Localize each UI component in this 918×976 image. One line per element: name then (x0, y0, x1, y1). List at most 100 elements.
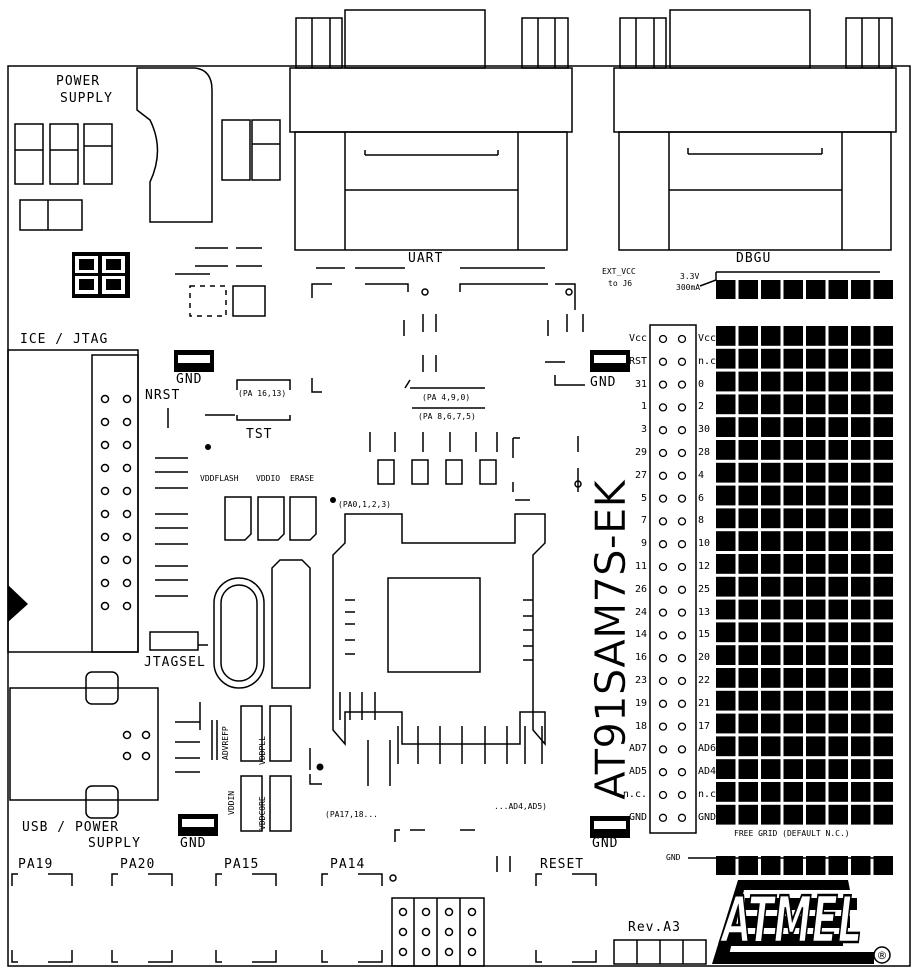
header-pin-label-right: 17 (698, 720, 711, 732)
grid-pad (738, 326, 758, 346)
header-pin-label-left: 19 (634, 697, 647, 709)
header-pin-label-right: 28 (698, 447, 711, 458)
jtag-pin (122, 578, 132, 588)
grid-pad (806, 394, 826, 415)
vddpll-label: VDDPLL (258, 736, 267, 765)
grid-pad (873, 348, 893, 369)
pa17-label: (PA17,18... (325, 810, 378, 819)
grid-pad (851, 576, 871, 597)
gnd-label: GND (590, 375, 617, 390)
erase-label: ERASE (290, 474, 315, 483)
grid-pad (806, 280, 826, 299)
header-pin (677, 585, 687, 594)
atmel-logo-text: ATMEL (719, 884, 862, 958)
grid-pad (738, 554, 758, 574)
header-pin-label-left: AD5 (628, 766, 647, 778)
grid-pad (828, 736, 848, 757)
header-pin (658, 768, 668, 777)
button-label: PA14 (330, 857, 366, 872)
grid-pad (828, 508, 848, 529)
grid-pad (806, 508, 826, 529)
vddin-label: VDDIN (227, 790, 236, 815)
header-pin-label-left: 16 (634, 652, 647, 664)
jtag-pin (122, 509, 132, 519)
usb-connector (9, 671, 159, 819)
grid-pad (761, 804, 781, 825)
grid-pad (851, 348, 871, 369)
grid-pad (806, 576, 826, 597)
grid-pad (851, 440, 871, 460)
grid-pad (738, 645, 758, 665)
grid-pad (828, 326, 848, 346)
header-pin-label-left: 24 (634, 606, 647, 618)
grid-pad (806, 348, 826, 369)
header-pin (658, 790, 668, 800)
grid-pad (761, 622, 781, 643)
grid-pad (873, 804, 893, 825)
grid-pad (783, 326, 803, 346)
grid-pad (828, 371, 848, 392)
header-pin (677, 471, 687, 480)
jtag-pin (122, 555, 132, 565)
header-pin (658, 540, 668, 549)
grid-pad (783, 782, 803, 802)
grid-pad (828, 417, 848, 437)
jtag-pin (100, 509, 110, 519)
supply-rail-top (716, 280, 893, 299)
header-pin (658, 448, 668, 458)
header-pin (658, 426, 668, 435)
grid-pad (851, 508, 871, 529)
registered-mark: ® (877, 949, 888, 962)
button-label: PA20 (120, 857, 156, 872)
grid-pad (806, 326, 826, 346)
grid-pad (851, 462, 871, 483)
grid-pad (738, 485, 758, 506)
header-pin-label-left: 9 (640, 538, 647, 550)
grid-pad (761, 462, 781, 483)
header-pin (677, 608, 687, 617)
header-pin-label-right: 10 (698, 538, 711, 550)
grid-pad (828, 759, 848, 779)
grid-pad (783, 485, 803, 506)
header-pin-label-left: 14 (634, 629, 647, 641)
pa16-13-label: (PA 16,13) (238, 389, 287, 398)
grid-pad (716, 759, 736, 779)
grid-pad (873, 371, 893, 392)
header-pin (677, 494, 687, 503)
header-pin (658, 631, 668, 640)
grid-pad (828, 576, 848, 597)
pa0-3-label: (PA0,1,2,3) (338, 500, 391, 509)
grid-pad (806, 554, 826, 574)
grid-pad (783, 348, 803, 369)
grid-pad (761, 736, 781, 757)
grid-pad (738, 622, 758, 643)
header-pin (677, 448, 687, 458)
grid-pad (738, 713, 758, 734)
grid-pad (873, 622, 893, 643)
grid-pad (783, 554, 803, 574)
grid-pad (761, 599, 781, 620)
grid-pad (806, 645, 826, 665)
grid-pad (716, 645, 736, 665)
header-pin (677, 745, 687, 754)
header-pin (658, 471, 668, 480)
grid-pad (828, 690, 848, 711)
grid-pad (761, 371, 781, 392)
grid-pad (761, 554, 781, 574)
grid-pad (828, 462, 848, 483)
grid-pad (851, 736, 871, 757)
grid-pad (738, 531, 758, 551)
free-grid (716, 326, 893, 825)
power-supply-label: POWER (56, 74, 101, 89)
grid-pad (761, 668, 781, 688)
grid-pad (783, 417, 803, 437)
header-pin-label-right: 25 (698, 583, 711, 595)
grid-pad (761, 417, 781, 437)
header-pin (658, 517, 668, 526)
grid-pad (716, 804, 736, 825)
header-pin (677, 403, 687, 412)
grid-pad (806, 782, 826, 802)
grid-pad (738, 280, 758, 299)
grid-pad (783, 690, 803, 711)
power-supply-label-2: SUPPLY (60, 91, 113, 106)
